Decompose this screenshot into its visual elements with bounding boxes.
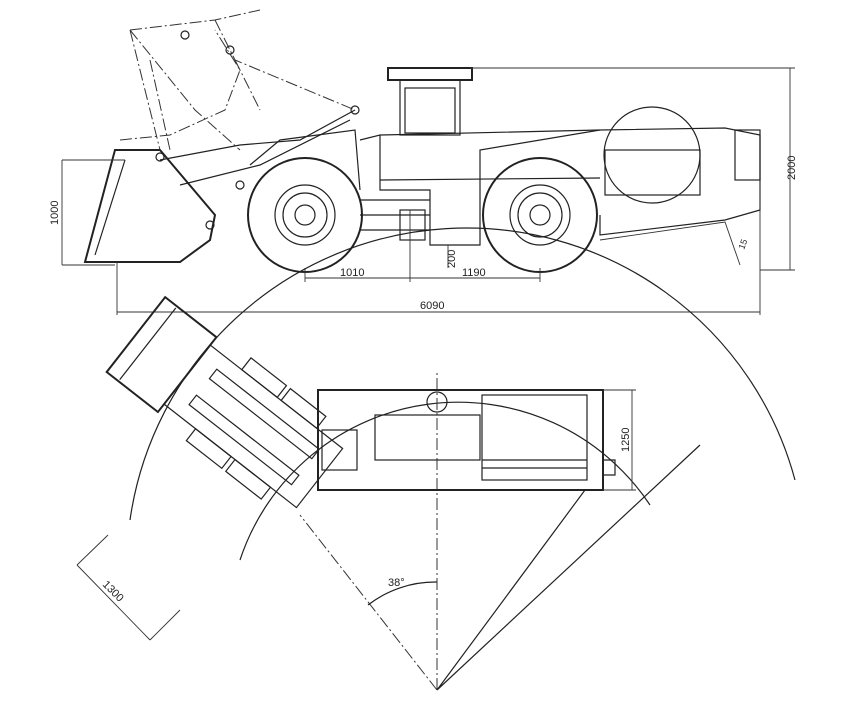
dim-departure-angle: 15 [736, 238, 749, 251]
dim-pivot-to-rear-axle: 1190 [462, 267, 486, 279]
side-dimension-lines [61, 67, 795, 315]
boom-and-bucket [83, 9, 360, 263]
loader-body [249, 67, 761, 246]
dim-front-axle-to-pivot: 1010 [340, 267, 364, 279]
dim-bucket-height: 1000 [49, 201, 61, 225]
dim-body-width: 1250 [620, 428, 632, 452]
dim-ground-clearance: 200 [446, 250, 458, 268]
top-dimension-lines [76, 389, 636, 641]
front-frame-top [105, 295, 344, 509]
dim-bucket-width: 1300 [100, 579, 126, 605]
front-wheel [247, 157, 363, 273]
dim-overall-length: 6090 [420, 300, 444, 312]
dim-articulation-angle: 38° [388, 577, 405, 589]
side-view: 1000 2000 1010 200 1190 6090 15 [49, 9, 798, 315]
top-view: 1250 1300 38° [76, 227, 796, 691]
rear-frame-top [317, 389, 616, 491]
dim-overall-height: 2000 [786, 156, 798, 180]
rear-wheel [482, 157, 598, 273]
